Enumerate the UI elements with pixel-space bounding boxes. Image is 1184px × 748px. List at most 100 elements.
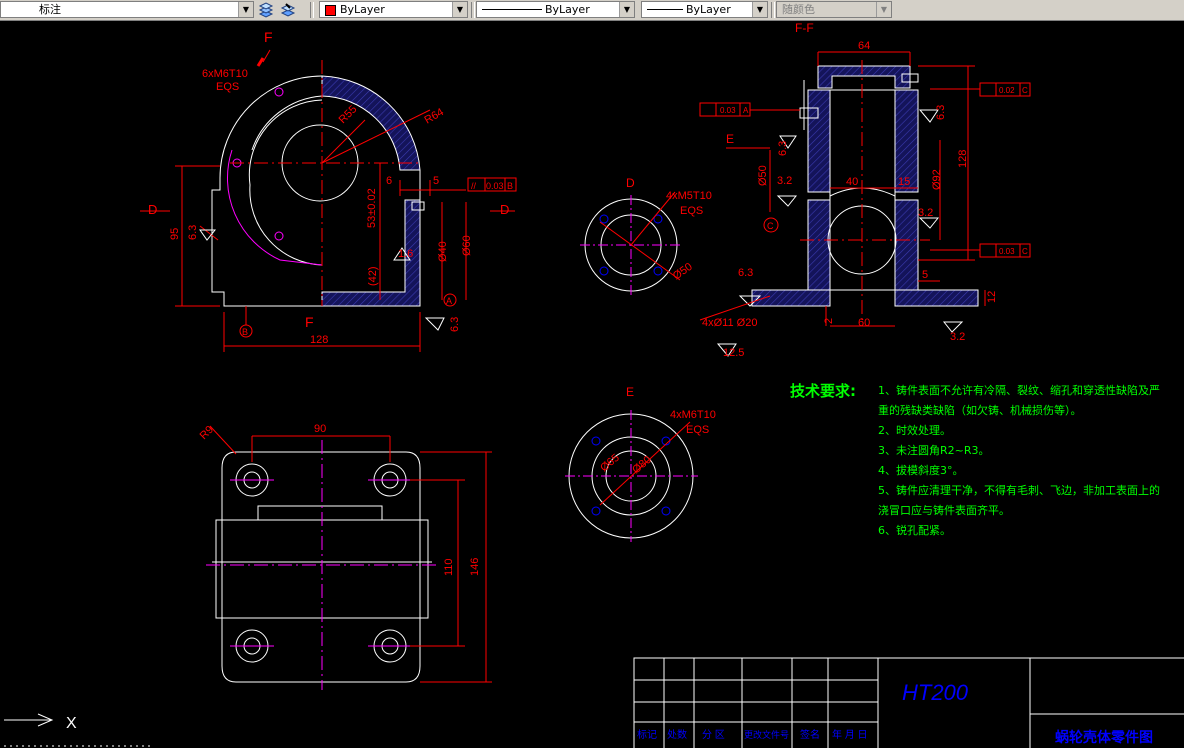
top-view	[206, 440, 438, 690]
dim-63d: 6.3	[777, 141, 789, 156]
color-dropdown[interactable]: ByLayer ▼	[319, 1, 468, 18]
section-label-d-left: D	[148, 202, 157, 217]
dim-90: 90	[314, 423, 326, 435]
dim-6: 6	[386, 175, 392, 187]
toolbar-separator	[771, 2, 775, 18]
lineweight-preview	[647, 9, 683, 10]
plotstyle-value: 随颜色	[782, 3, 815, 16]
dim-eqs3: EQS	[686, 424, 709, 436]
dim-64: 64	[858, 40, 870, 52]
dim-2: 2	[823, 318, 835, 324]
layer-dropdown[interactable]: 标注 ▼	[0, 1, 254, 18]
layer-match-icon[interactable]	[280, 2, 296, 18]
tech-item: 浇冒口应与铸件表面齐平。	[878, 504, 1010, 517]
dim-32c: 3.2	[950, 331, 965, 343]
tech-item: 6、锐孔配紧。	[878, 524, 951, 537]
ff-hatch-lowerleft	[807, 199, 831, 291]
dim-r9: R9	[198, 424, 216, 442]
view-label-d: D	[626, 176, 635, 190]
tech-item: 2、时效处理。	[878, 424, 951, 437]
linetype-preview	[482, 9, 542, 10]
ucs-icon: X	[4, 713, 150, 747]
section-label-f-top: F	[264, 29, 273, 45]
ucs-x-label: X	[66, 715, 77, 732]
tol-parallel-datum: B	[507, 181, 513, 191]
ff-hatch-lowerright	[894, 199, 919, 291]
chevron-down-icon[interactable]: ▼	[752, 2, 767, 17]
section-ff-text: F-F 64 40 15 Ø50 Ø92 128 6.3 6.3 6.3 3.2…	[702, 21, 1028, 359]
dim-50-e: Ø50	[757, 165, 769, 186]
dim-40: Ø40	[437, 241, 449, 262]
dim-63c: 6.3	[738, 267, 753, 279]
dim-80: Ø80	[630, 454, 654, 477]
linetype-dropdown[interactable]: ByLayer ▼	[476, 1, 635, 18]
view-d-text: D 4xM5T10 EQS Ø50	[626, 176, 712, 282]
tol-perp: 0.03	[720, 106, 736, 115]
layer-previous-icon[interactable]	[258, 2, 274, 18]
dim-32b: 3.2	[918, 207, 933, 219]
tech-item: 重的残缺类缺陷（如欠铸、机械损伤等）。	[878, 404, 1082, 417]
color-swatch	[325, 5, 336, 16]
arrow-label-e: E	[726, 132, 734, 146]
tech-heading: 技术要求:	[790, 382, 856, 400]
dim-128b: 128	[957, 150, 969, 168]
ff-hatch-base-left	[751, 289, 831, 307]
dim-15: 15	[898, 176, 910, 188]
chevron-down-icon[interactable]: ▼	[238, 2, 253, 17]
dim-32a: 3.2	[777, 175, 792, 187]
dim-95: 95	[169, 228, 181, 240]
chevron-down-icon[interactable]: ▼	[619, 2, 634, 17]
tb-header-5: 年 月 日	[832, 728, 868, 741]
tb-header-2: 分 区	[702, 729, 725, 741]
datum-c: C	[767, 221, 774, 231]
dim-5: 5	[433, 175, 439, 187]
tech-item: 4、拔模斜度3°。	[878, 464, 964, 477]
tb-header-3: 更改文件号	[744, 729, 789, 740]
dim-holes-m6b: 4xM6T10	[670, 409, 716, 421]
toolbar-separator	[310, 2, 314, 18]
dim-50-d: Ø50	[671, 261, 695, 283]
color-value: ByLayer	[340, 3, 385, 16]
view-e	[565, 410, 698, 542]
chevron-down-icon[interactable]: ▼	[452, 2, 467, 17]
tech-item: 3、未注圆角R2~R3。	[878, 444, 990, 457]
tb-header-4: 签名	[800, 728, 820, 741]
dim-r55: R55	[337, 103, 360, 126]
drawing-canvas[interactable]: F F D D 6xM6T10 EQS R55 R64 6 5 53±0.02 …	[0, 21, 1184, 748]
dim-holes-m5: 4xM5T10	[666, 190, 712, 202]
dim-holes-m6: 6xM6T10	[202, 68, 248, 80]
dim-110: 110	[443, 558, 455, 576]
ff-hatch-left	[807, 89, 831, 193]
plotstyle-dropdown[interactable]: 随颜色 ▼	[776, 1, 892, 18]
tol-perp-datum: A	[743, 106, 749, 115]
chevron-down-icon[interactable]: ▼	[876, 2, 891, 17]
dim-4x11: 4xØ11 Ø20	[702, 317, 757, 329]
material-label: HT200	[902, 680, 969, 705]
dim-53: 53±0.02	[366, 188, 378, 228]
dim-63e: 6.3	[935, 105, 947, 120]
dim-60: Ø60	[461, 235, 473, 256]
dim-eqs: EQS	[216, 81, 239, 93]
front-outline	[211, 75, 323, 307]
datum-b: B	[242, 327, 248, 337]
dim-128: 128	[310, 334, 328, 346]
toolbar-separator	[471, 2, 475, 18]
datum-a: A	[446, 296, 452, 306]
ff-hatch-top	[817, 65, 911, 89]
lineweight-dropdown[interactable]: ByLayer ▼	[641, 1, 768, 18]
front-view-dimensions	[140, 49, 517, 352]
linetype-value: ByLayer	[545, 3, 590, 16]
dim-40b: 40	[846, 176, 858, 188]
tb-header-0: 标记	[637, 729, 657, 741]
dim-eqs2: EQS	[680, 205, 703, 217]
dim-r64: R64	[423, 106, 446, 126]
tol-run: 0.02	[999, 86, 1015, 95]
title-block-text: HT200 蜗轮壳体零件图 标记 处数 分 区 更改文件号 签名 年 月 日	[637, 680, 1153, 745]
dim-146: 146	[469, 558, 481, 576]
layer-value: 标注	[39, 3, 61, 16]
lineweight-value: ByLayer	[686, 3, 731, 16]
dim-92: Ø92	[931, 169, 943, 190]
dim-125: 12.5	[723, 347, 744, 359]
section-label-f-bottom: F	[305, 314, 314, 330]
top-view-dims	[209, 425, 492, 683]
